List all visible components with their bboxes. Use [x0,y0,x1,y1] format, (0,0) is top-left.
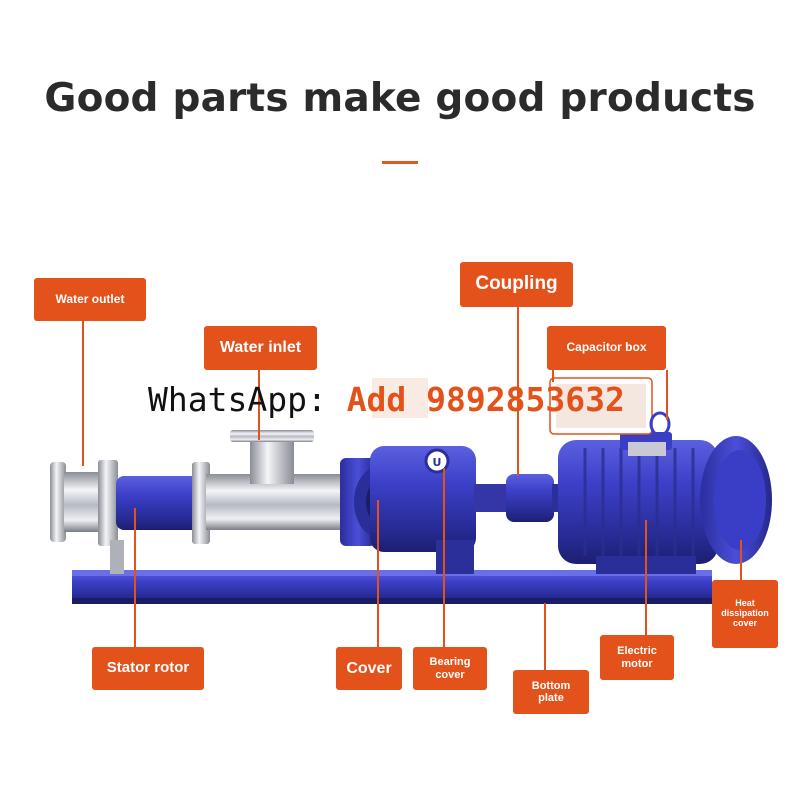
label-water-inlet: Water inlet [204,326,317,370]
leader-bottom-plate [544,603,546,671]
label-bottom-plate: Bottom plate [513,670,589,714]
label-stator-rotor: Stator rotor [92,647,204,690]
label-bearing-cover: Bearing cover [413,647,487,690]
label-capacitor-box: Capacitor box [547,326,666,370]
page-title: Good parts make good products [44,76,756,121]
label-cover: Cover [336,647,402,690]
watermark-backing [372,378,428,418]
watermark-prefix: WhatsApp: [148,380,327,419]
title-underline [382,161,418,164]
capacitor-box-part [549,377,671,437]
stator-part [116,462,210,544]
pump-body-part: U [340,446,476,574]
label-coupling: Coupling [460,262,573,307]
leader-cover [377,500,379,648]
leader-coupling [517,306,519,476]
motor-part [558,432,772,574]
label-electric-motor: Electric motor [600,635,674,680]
coupling-part [474,474,566,522]
leader-electric-motor [645,520,647,636]
leader-bearing-cover [443,468,445,648]
leader-water-outlet [82,320,84,466]
inlet-pipe-part [230,430,314,484]
label-heat-dissipation-cover: Heat dissipation cover [712,580,778,648]
outlet-flange-part [50,460,124,574]
leader-stator-rotor [134,508,136,648]
leader-water-inlet [258,370,260,440]
leader-capacitor-left [552,370,554,382]
svg-text:U: U [433,456,442,469]
watermark-number: Add 9892853632 [346,380,625,419]
label-water-outlet: Water outlet [34,278,146,321]
bottom-plate-part [72,570,712,604]
leader-heat-dissipation [740,540,742,582]
leader-capacitor-right [666,370,668,420]
whatsapp-watermark: WhatsApp: Add 9892853632 [148,380,625,419]
